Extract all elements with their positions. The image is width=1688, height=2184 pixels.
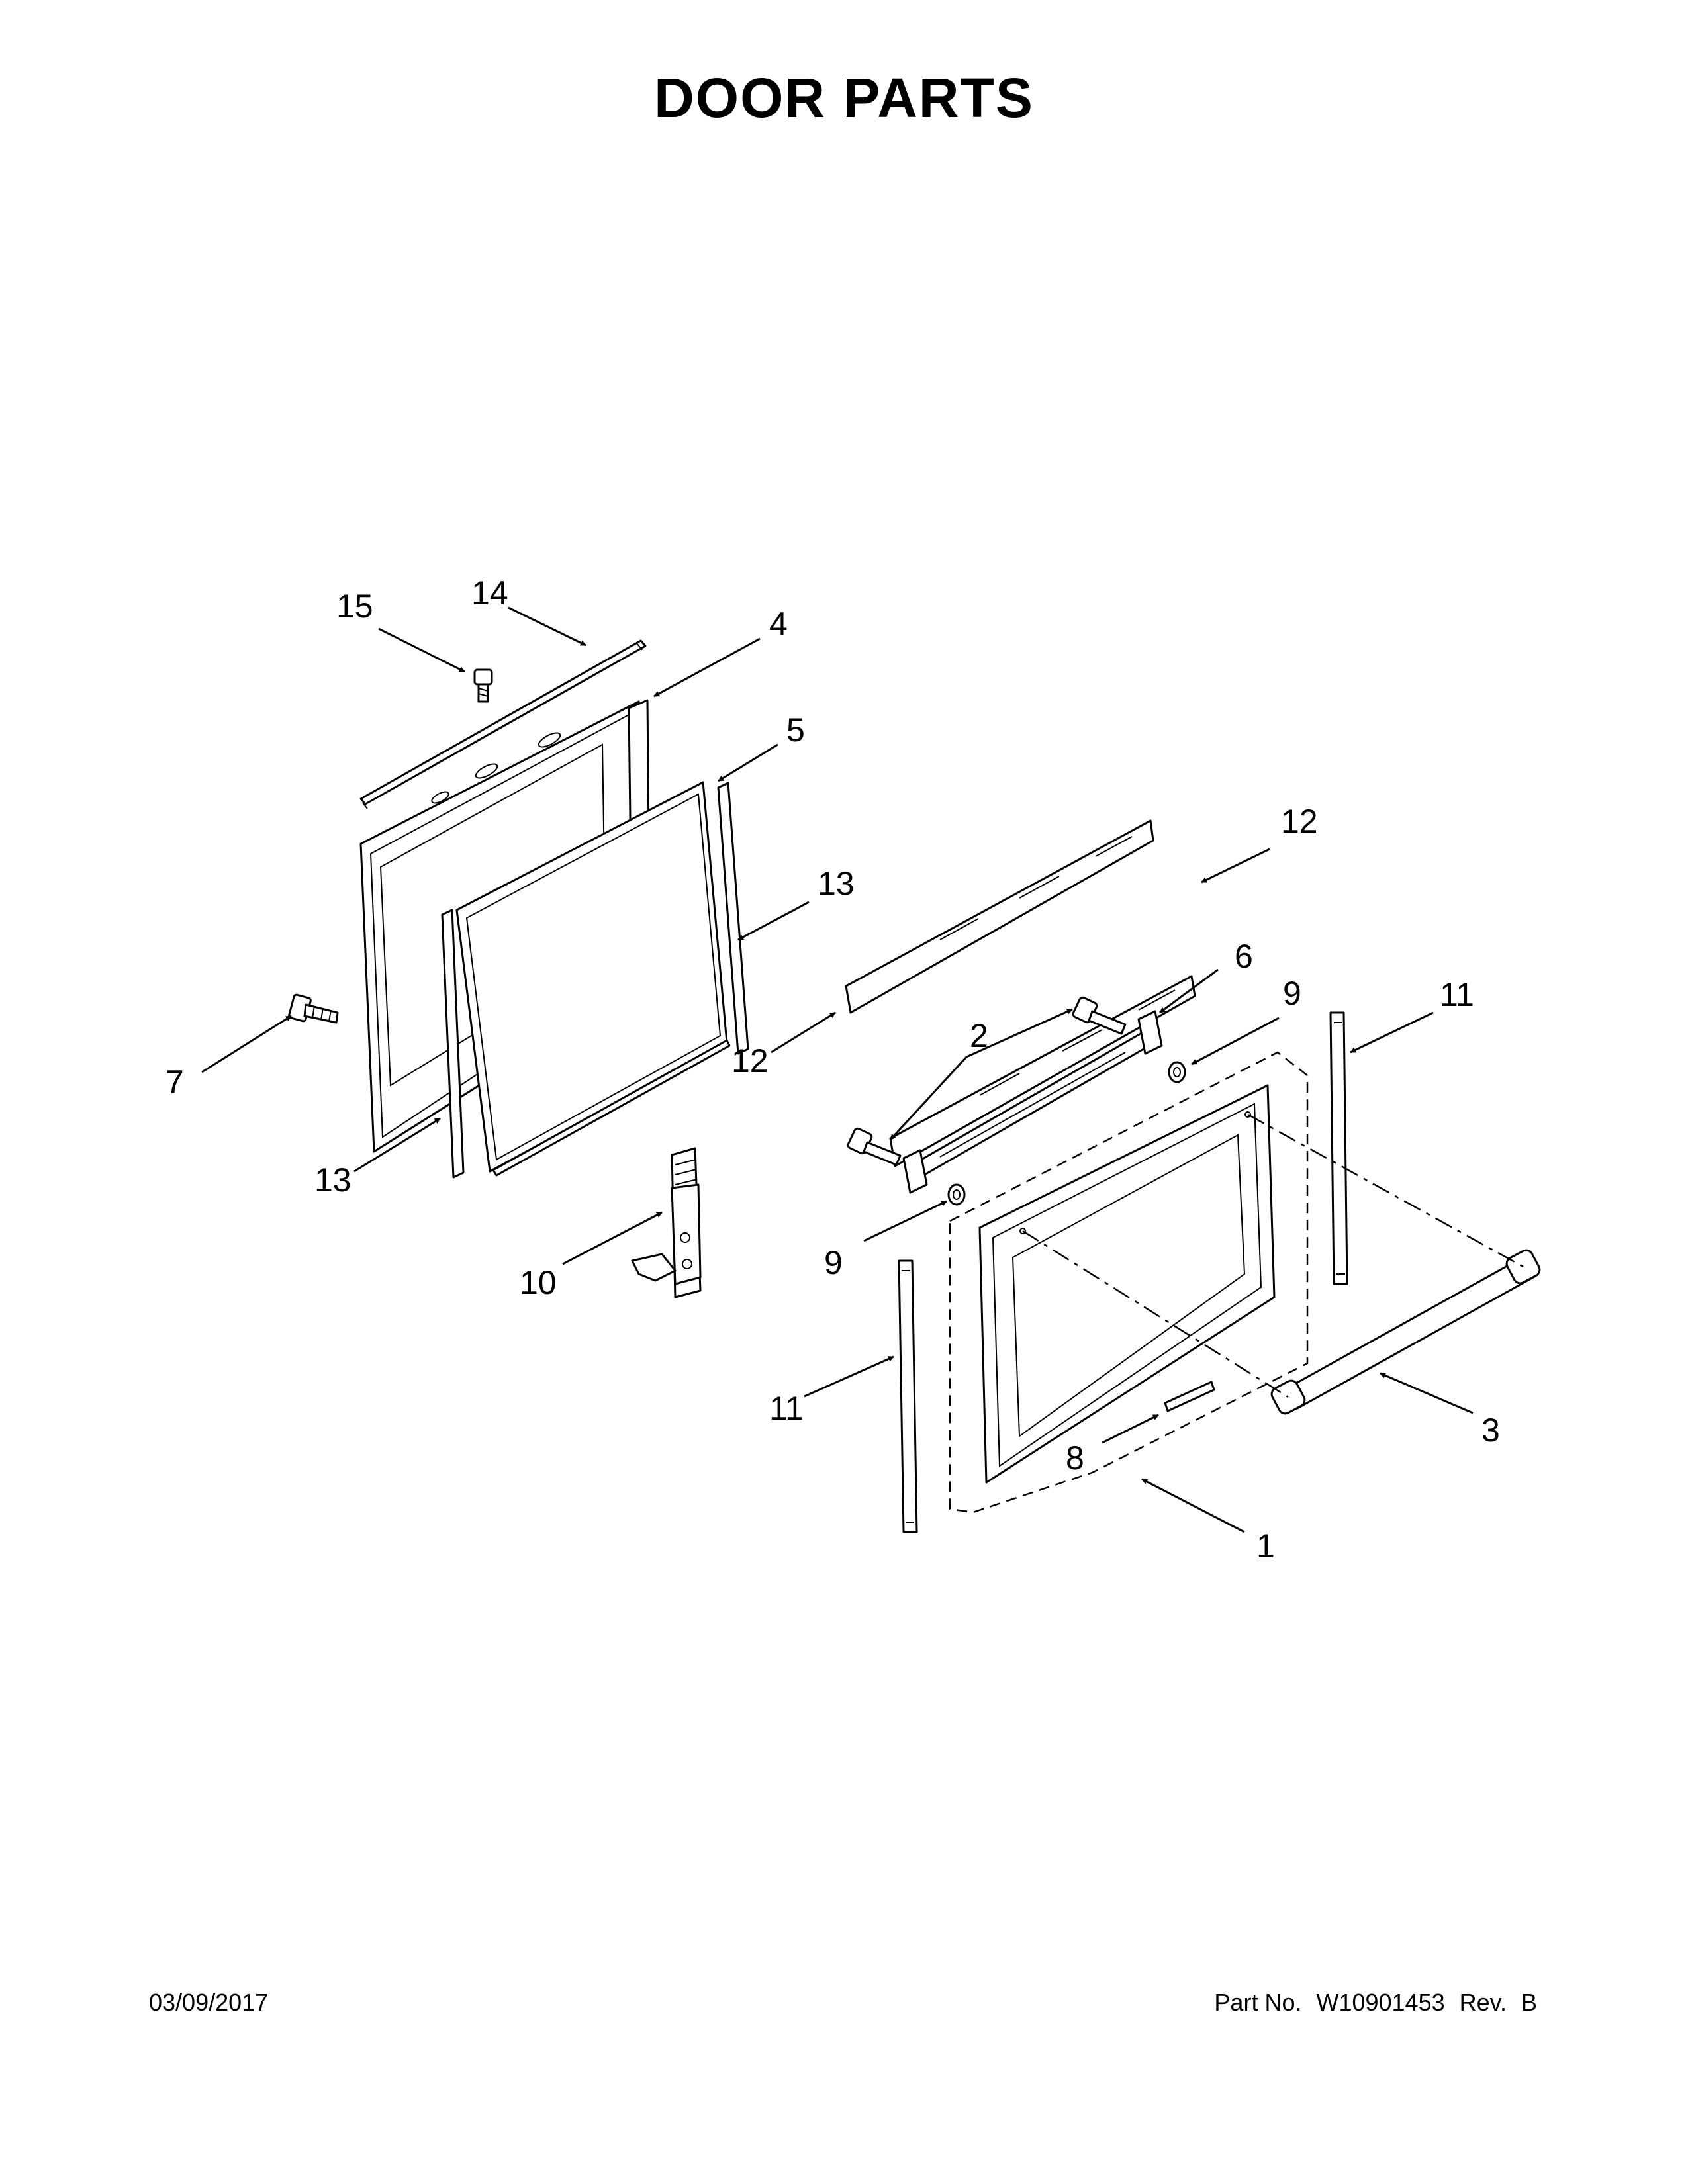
part-number: W10901453 (1316, 1989, 1445, 2016)
part-7-screw (288, 993, 339, 1024)
part-14-top-trim (359, 639, 647, 809)
callout-12-left: 12 (731, 1042, 769, 1079)
part-10-hinge (631, 1147, 702, 1298)
page-title: DOOR PARTS (654, 67, 1034, 129)
callout-9-lower: 9 (824, 1244, 843, 1281)
part-3-handle (1270, 1249, 1541, 1415)
part-12-rail-lower (889, 975, 1196, 1167)
footer-date: 03/09/2017 (149, 1989, 269, 2016)
part-13-gasket-right (717, 782, 749, 1055)
callout-14: 14 (471, 574, 508, 612)
leader-lines (201, 606, 1474, 1533)
callout-10: 10 (520, 1264, 557, 1301)
revision-value: B (1521, 1989, 1537, 2016)
part-2-screw-upper (1072, 996, 1127, 1035)
callout-1: 1 (1256, 1527, 1275, 1565)
callout-11-right: 11 (1440, 976, 1474, 1013)
callout-8: 8 (1066, 1439, 1084, 1477)
callout-5: 5 (786, 711, 805, 749)
part-2-screw-lower (847, 1127, 902, 1166)
callout-3: 3 (1481, 1412, 1500, 1449)
callout-13-right: 13 (818, 865, 855, 902)
part-9-washer-lower (947, 1183, 966, 1206)
part-11-trim-right (1329, 1011, 1348, 1285)
callout-2: 2 (970, 1017, 988, 1054)
callout-15: 15 (336, 588, 373, 625)
revision-label: Rev. (1459, 1989, 1507, 2016)
part-6-bracket (902, 1010, 1163, 1194)
part-9-washer-upper (1168, 1061, 1186, 1083)
part-15-screw (473, 668, 493, 703)
callout-4: 4 (769, 606, 788, 643)
callout-13-left: 13 (314, 1161, 352, 1199)
callout-9-upper: 9 (1283, 975, 1301, 1012)
callout-11-left: 11 (769, 1390, 804, 1427)
part-8-badge (1164, 1381, 1215, 1412)
callout-6: 6 (1235, 938, 1253, 975)
part-number-label: Part No. (1214, 1989, 1302, 2016)
footer-part-info: Part No. W10901453 Rev. B (1199, 1989, 1537, 2017)
callout-12-right: 12 (1281, 803, 1318, 840)
part-12-rail-upper (845, 819, 1154, 1014)
callout-7: 7 (165, 1064, 184, 1101)
callout-labels: 15 14 4 5 13 13 7 12 12 6 9 2 9 10 11 11… (165, 574, 1500, 1565)
part-13-gasket-left (441, 909, 731, 1179)
part-11-trim-left (898, 1259, 918, 1533)
part-1-door-assembly (949, 1051, 1309, 1514)
